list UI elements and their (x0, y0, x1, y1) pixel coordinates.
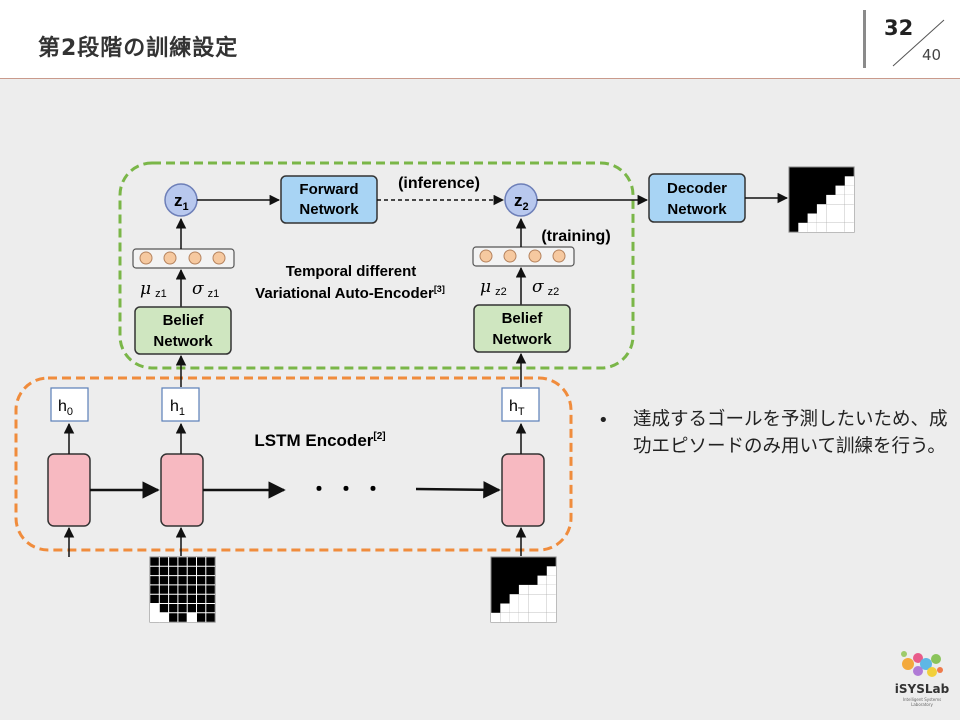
belief-network-2-label-1: Belief (502, 310, 544, 327)
input-grid-image-1 (149, 556, 216, 623)
input-grid-image-T (490, 556, 557, 623)
training-label: (training) (541, 228, 610, 245)
decoder-network-label-2: Network (667, 201, 727, 218)
forward-network-label-2: Network (299, 201, 359, 218)
slide-title: 第2段階の訓練設定 (38, 36, 239, 61)
logo-subtitle: Intelligent Systems Laboratory (902, 697, 942, 707)
belief-network-2: Belief Network (473, 304, 571, 353)
belief-network-1-label-1: Belief (163, 312, 205, 329)
page-slash (892, 19, 945, 67)
logo-name: iSYSLab (894, 682, 950, 696)
arrow-ellipsis-cellT (415, 481, 501, 499)
decoder-network-box: Decoder Network (648, 173, 746, 223)
tdvae-label-line2: Variational Auto-Encoder[3] (255, 284, 445, 302)
bullet-text: 達成するゴールを予測したいため、成功エピソードのみ用いて訓練を行う。 (633, 409, 948, 457)
tdvae-region (118, 161, 635, 370)
forward-network-box: Forward Network (280, 175, 378, 224)
z2-label: z2 (514, 191, 529, 213)
header-divider (863, 10, 866, 68)
hT-label: hT (509, 398, 525, 418)
hT-box: hT (501, 387, 540, 422)
slide-header: 第2段階の訓練設定 32 40 (0, 0, 960, 79)
isyslab-logo: iSYSLab Intelligent Systems Laboratory (892, 646, 952, 712)
belief-network-2-label-2: Network (492, 331, 552, 348)
h0-label: h0 (58, 398, 73, 418)
bullet-marker: • (598, 410, 609, 431)
h1-box: h1 (161, 387, 200, 422)
tdvae-label-line1: Temporal different (286, 263, 417, 280)
latent-vector-2 (472, 246, 575, 267)
belief-network-1: Belief Network (134, 306, 232, 355)
decoder-network-label-1: Decoder (667, 180, 727, 197)
h1-label: h1 (170, 398, 185, 418)
lstm-cell-T (501, 453, 545, 527)
architecture-diagram: z1 z2 Forward Network Decoder Network (i… (14, 161, 855, 623)
h0-box: h0 (50, 387, 89, 422)
page-number: 32 (884, 16, 914, 40)
lstm-region (14, 376, 573, 552)
lstm-cell-1 (160, 453, 204, 527)
page-total: 40 (922, 46, 942, 64)
inference-label: (inference) (398, 175, 480, 192)
lstm-label: LSTM Encoder[2] (254, 431, 385, 450)
lstm-cell-0 (47, 453, 91, 527)
z2-node: z2 (504, 183, 538, 217)
ellipsis: ・ ・ ・ (309, 477, 383, 501)
forward-network-label-1: Forward (299, 181, 358, 198)
z1-node: z1 (164, 183, 198, 217)
output-grid-image (788, 166, 855, 233)
z1-label: z1 (174, 191, 189, 213)
belief-network-1-label-2: Network (153, 333, 213, 350)
latent-vector-1 (132, 248, 235, 269)
gear-icon (901, 651, 943, 677)
